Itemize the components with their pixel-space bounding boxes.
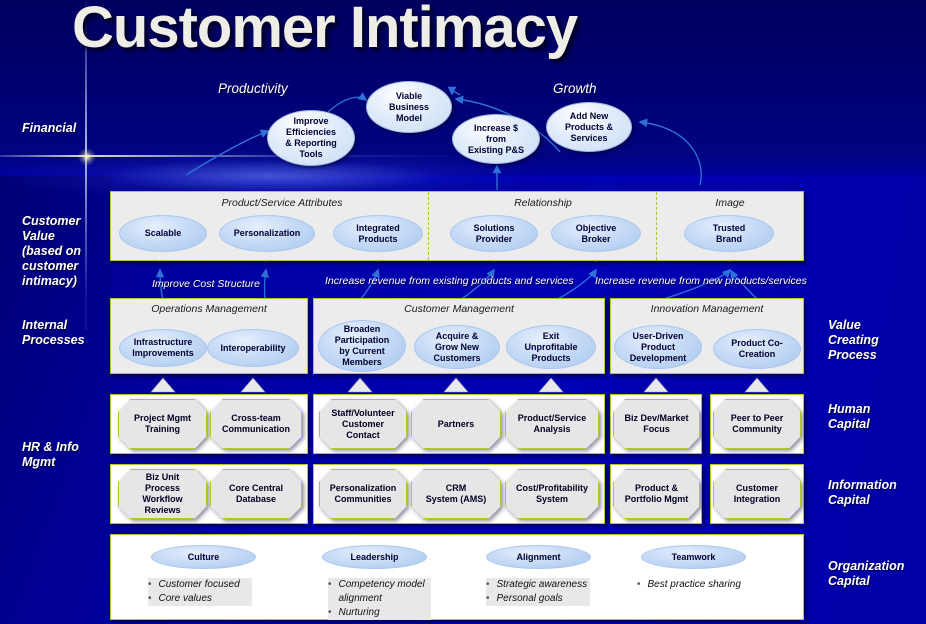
ic-node-biz-unit-process-workflow[interactable]: Biz Unit Process Workflow Reviews: [118, 469, 207, 519]
process-title-operations-management: Operations Management: [151, 303, 267, 315]
process-title-customer-management: Customer Management: [404, 303, 514, 315]
right-label-organization-capital: Organization Capital: [828, 559, 905, 588]
hc-node-biz-dev-market-focus-wrap: Biz Dev/Market Focus: [613, 399, 700, 449]
theme-label-growth: Growth: [553, 81, 597, 96]
bullet-icon: •: [148, 593, 152, 604]
hc-node-biz-dev-market-focus[interactable]: Biz Dev/Market Focus: [613, 399, 700, 449]
connector-caption-improve-cost-structure: Improve Cost Structure: [152, 278, 260, 290]
ic-node-customer-integration-wrap: Customer Integration: [713, 469, 801, 519]
bullet-icon: •: [148, 579, 152, 590]
ic-node-cost-profitability-system-wrap: Cost/Profitability System: [505, 469, 599, 519]
process-node-interoperability[interactable]: Interoperability: [207, 329, 299, 367]
oc-bullets-teamwork: •Best practice sharing: [637, 578, 759, 592]
objective-increase-dollars-existing[interactable]: Increase $ from Existing P&S: [452, 114, 540, 164]
process-node-broaden-participation[interactable]: Broaden Participation by Current Members: [318, 320, 406, 372]
oc-node-leadership[interactable]: Leadership: [322, 545, 427, 569]
ic-node-product-portfolio-mgmt-wrap: Product & Portfolio Mgmt: [613, 469, 700, 519]
hc-node-cross-team-communication[interactable]: Cross-team Communication: [210, 399, 302, 449]
hc-node-project-mgmt-training[interactable]: Project Mgmt Training: [118, 399, 207, 449]
bullet-icon: •: [328, 579, 332, 590]
oc-bullets-culture: •Customer focused •Core values: [148, 578, 252, 606]
process-title-innovation-management: Innovation Management: [650, 303, 764, 315]
ic-node-core-central-database-wrap: Core Central Database: [210, 469, 302, 519]
hc-node-product-service-analysis-wrap: Product/Service Analysis: [505, 399, 599, 449]
theme-label-productivity: Productivity: [218, 81, 288, 96]
objective-viable-business-model[interactable]: Viable Business Model: [366, 81, 452, 133]
list-item: •Nurturing: [328, 607, 380, 618]
oc-node-teamwork[interactable]: Teamwork: [641, 545, 746, 569]
group-title-relationship: Relationship: [514, 197, 572, 209]
bullet-icon: •: [637, 579, 641, 590]
crosshair-center-glow: [78, 148, 96, 166]
objective-add-new-products[interactable]: Add New Products & Services: [546, 102, 632, 152]
right-label-value-creating-process: Value Creating Process: [828, 318, 879, 362]
list-item: •Customer focused: [148, 579, 240, 590]
crosshair-horizontal-decoration: [0, 155, 470, 157]
perspective-label-internal-processes: Internal Processes: [22, 318, 85, 347]
perspective-label-hr-info-mgmt: HR & Info Mgmt: [22, 440, 79, 469]
ic-node-cost-profitability-system[interactable]: Cost/Profitability System: [505, 469, 599, 519]
connector-caption-increase-revenue-new: Increase revenue from new products/servi…: [595, 275, 807, 287]
bullet-icon: •: [486, 593, 490, 604]
connector-caption-increase-revenue-existing: Increase revenue from existing products …: [325, 275, 574, 287]
hc-node-product-service-analysis[interactable]: Product/Service Analysis: [505, 399, 599, 449]
hc-node-cross-team-communication-wrap: Cross-team Communication: [210, 399, 302, 449]
list-item: •Strategic awareness: [486, 579, 588, 590]
hc-node-peer-to-peer-community[interactable]: Peer to Peer Community: [713, 399, 801, 449]
ic-node-customer-integration[interactable]: Customer Integration: [713, 469, 801, 519]
list-item: •Core values: [148, 593, 212, 604]
perspective-label-customer-value: Customer Value (based on customer intima…: [22, 214, 82, 288]
right-label-human-capital: Human Capital: [828, 402, 871, 431]
group-title-product-service-attributes: Product/Service Attributes: [221, 197, 343, 209]
cv-node-personalization[interactable]: Personalization: [219, 215, 315, 252]
ic-node-crm-system-ams-wrap: CRM System (AMS): [411, 469, 501, 519]
ic-node-personalization-communities-wrap: Personalization Communities: [319, 469, 407, 519]
hc-node-project-mgmt-training-wrap: Project Mgmt Training: [118, 399, 207, 449]
objective-improve-efficiencies[interactable]: Improve Efficiencies & Reporting Tools: [267, 110, 355, 166]
process-node-infrastructure-improvements[interactable]: Infrastructure Improvements: [119, 329, 207, 367]
oc-bullets-alignment: •Strategic awareness •Personal goals: [486, 578, 590, 606]
ic-node-crm-system-ams[interactable]: CRM System (AMS): [411, 469, 501, 519]
cv-node-solutions-provider[interactable]: Solutions Provider: [450, 215, 538, 252]
oc-node-culture[interactable]: Culture: [151, 545, 256, 569]
cv-node-integrated-products[interactable]: Integrated Products: [333, 215, 423, 252]
list-item: •Best practice sharing: [637, 579, 741, 590]
ic-node-core-central-database[interactable]: Core Central Database: [210, 469, 302, 519]
process-node-exit-unprofitable-products[interactable]: Exit Unprofitable Products: [506, 325, 596, 369]
list-item: •Competency model alignment: [328, 579, 425, 604]
group-title-image: Image: [715, 197, 745, 209]
panel-divider-1: [428, 192, 429, 260]
hc-node-staff-volunteer-contact-wrap: Staff/Volunteer Customer Contact: [319, 399, 407, 449]
perspective-label-financial: Financial: [22, 121, 77, 135]
bullet-icon: •: [486, 579, 490, 590]
process-node-user-driven-product-development[interactable]: User-Driven Product Development: [614, 325, 702, 369]
hc-node-peer-to-peer-community-wrap: Peer to Peer Community: [713, 399, 801, 449]
cv-node-scalable[interactable]: Scalable: [119, 215, 207, 252]
cv-node-trusted-brand[interactable]: Trusted Brand: [684, 215, 774, 252]
page-title: Customer Intimacy: [72, 0, 578, 60]
panel-divider-2: [656, 192, 657, 260]
list-item: •Personal goals: [486, 593, 563, 604]
process-node-acquire-grow-new-customers[interactable]: Acquire & Grow New Customers: [414, 325, 500, 369]
ic-node-personalization-communities[interactable]: Personalization Communities: [319, 469, 407, 519]
right-label-information-capital: Information Capital: [828, 478, 897, 507]
ic-node-product-portfolio-mgmt[interactable]: Product & Portfolio Mgmt: [613, 469, 700, 519]
process-node-product-co-creation[interactable]: Product Co- Creation: [713, 329, 801, 369]
hc-node-staff-volunteer-contact[interactable]: Staff/Volunteer Customer Contact: [319, 399, 407, 449]
bullet-icon: •: [328, 607, 332, 618]
hc-node-partners[interactable]: Partners: [411, 399, 501, 449]
oc-bullets-leadership: •Competency model alignment •Nurturing: [328, 578, 431, 620]
oc-node-alignment[interactable]: Alignment: [486, 545, 591, 569]
background-left-column: [0, 176, 112, 624]
hc-node-partners-wrap: Partners: [411, 399, 501, 449]
ic-node-biz-unit-process-workflow-wrap: Biz Unit Process Workflow Reviews: [118, 469, 207, 519]
cv-node-objective-broker[interactable]: Objective Broker: [551, 215, 641, 252]
